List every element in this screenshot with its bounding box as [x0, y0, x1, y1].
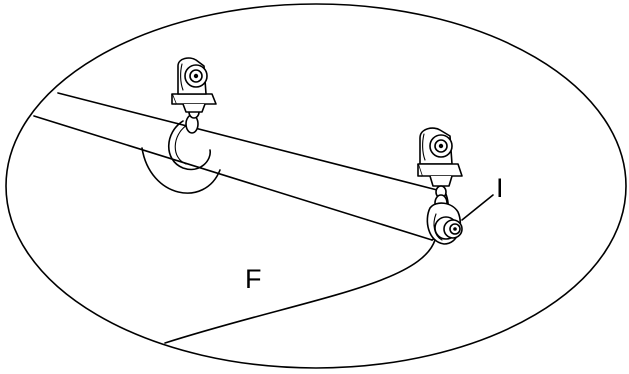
callout-label-i: I [496, 173, 504, 203]
right-trolley-hanger [417, 127, 463, 245]
left-trolley-hanger [168, 57, 217, 171]
detail-ellipse [5, 3, 627, 369]
callout-leader-i [461, 194, 494, 221]
callout-label-f: F [245, 264, 262, 294]
panel-curve [164, 239, 436, 344]
support-lobe [141, 147, 221, 194]
pipe [33, 92, 449, 241]
